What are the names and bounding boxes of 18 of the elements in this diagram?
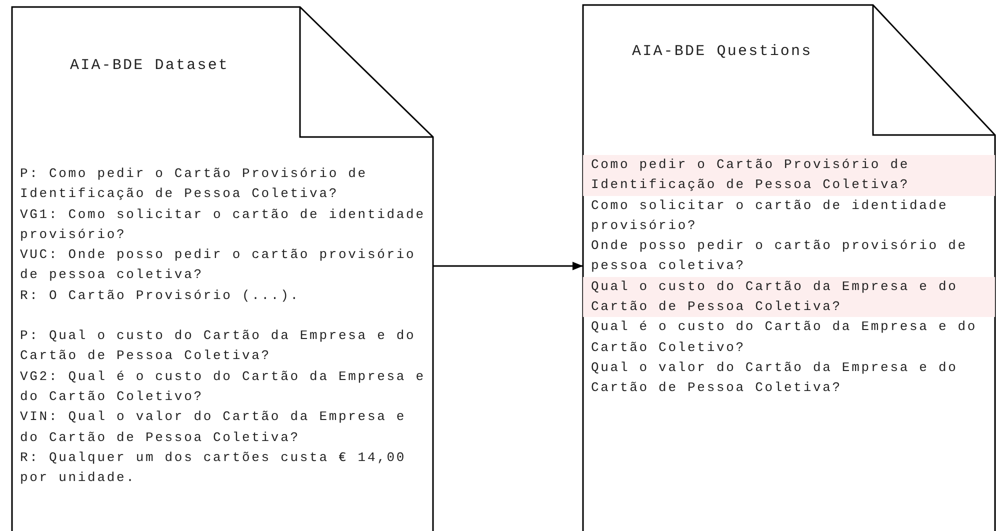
dataset-entry: P: Qual o custo do Cartão da Empresa e do Cartão de Pessoa Coletiva? bbox=[20, 327, 417, 366]
question-text: Como solicitar o cartão de identidade provisório? bbox=[590, 196, 950, 235]
document-title: AIA-BDE Questions bbox=[632, 43, 812, 60]
question-text: Onde posso pedir o cartão provisório de pessoa coletiva? bbox=[590, 237, 968, 276]
dataset-entry: VG1: Como solicitar o cartão de identidade provisório? bbox=[20, 206, 426, 244]
dataset-entry: R: Qualquer um dos cartões custa € 14,00 por unidade. bbox=[20, 448, 408, 488]
dataset-entry: P: Como pedir o Cartão Provisório de Identificação de Pessoa Coletiva? bbox=[20, 165, 368, 204]
question-text: Qual o custo do Cartão da Empresa e do Cartão de Pessoa Coletiva? bbox=[590, 278, 959, 316]
dataset-entry: VG2: Qual é o custo do Cartão da Empresa e do Cartão Coletivo? bbox=[20, 368, 426, 406]
dataset-entry: R: O Cartão Provisório (...). bbox=[20, 286, 301, 305]
document-title: AIA-BDE Dataset bbox=[70, 57, 230, 74]
question-text: Qual o valor do Cartão da Empresa e do Cartão de Pessoa Coletiva? bbox=[590, 358, 959, 398]
dataset-entry: VUC: Onde posso pedir o cartão provisório de pessoa coletiva? bbox=[20, 246, 417, 284]
question-text: Qual é o custo do Cartão da Empresa e do Cartão Coletivo? bbox=[590, 318, 978, 357]
highlight-band bbox=[583, 155, 995, 196]
question-text: Como pedir o Cartão Provisório de Identificação de Pessoa Coletiva? bbox=[590, 156, 910, 194]
arrow bbox=[433, 262, 583, 270]
dataset-entry: VIN: Qual o valor do Cartão da Empresa e do Cartão de Pessoa Coletiva? bbox=[20, 408, 408, 447]
